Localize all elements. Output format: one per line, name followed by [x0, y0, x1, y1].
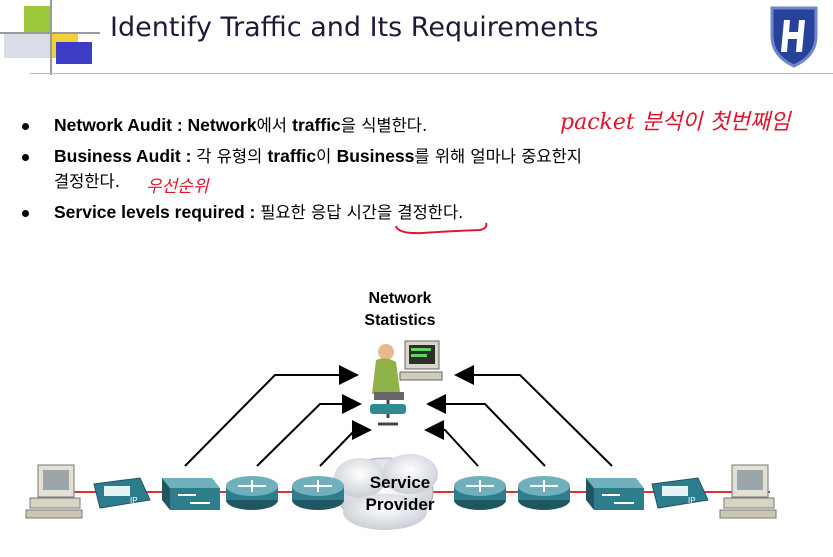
bullet-text: 각 유형의 [196, 147, 268, 166]
handwritten-underline [395, 222, 488, 235]
right-switch-icon [586, 478, 644, 510]
left-switch-icon [162, 478, 220, 510]
bullet-business-audit: Business Audit : 각 유형의 traffic이 Business… [22, 144, 812, 194]
bullet-list: Network Audit : Network에서 traffic을 식별한다.… [22, 113, 812, 231]
arrow-left-outer [184, 365, 359, 467]
bullet-dot [22, 210, 29, 217]
title-underline [30, 73, 833, 74]
router-icon-2 [292, 476, 344, 510]
bullet-text: 이 [316, 147, 337, 166]
shield-logo-icon [770, 6, 818, 68]
arrow-right-middle [426, 394, 546, 467]
arrow-left-middle [256, 394, 362, 467]
corner-deco-grey [4, 32, 50, 58]
slide-title: Identify Traffic and Its Requirements [110, 12, 599, 43]
arrow-right-inner [424, 420, 479, 467]
bullet-bold: Network [187, 115, 257, 135]
router-icon-3 [454, 476, 506, 510]
left-pc-icon [25, 464, 83, 519]
bullet-dot [22, 123, 29, 130]
bullet-text: 에서 [256, 116, 293, 135]
bullet-service-levels: Service levels required : 필요한 응답 시간을 결정한… [22, 200, 812, 225]
corner-deco-hline [0, 32, 100, 34]
bullet-text: 을 식별한다. [340, 116, 428, 135]
left-ip-phone-icon: IP [93, 477, 151, 509]
handwritten-note-priority: 우선순위 [146, 177, 209, 197]
bullet-text: 필요한 응답 시간을 결정한다. [260, 203, 464, 222]
arrow-left-inner [319, 420, 372, 467]
phone-ip-badge: IP [130, 496, 138, 505]
bullet-text: 를 위해 얼마나 중요한지 [414, 147, 582, 166]
cloud-label-line2: Provider [366, 495, 435, 514]
bullet-dot [22, 154, 29, 161]
bullet-text: 결정한다. [54, 172, 120, 191]
service-provider-cloud: Service Provider [334, 454, 438, 530]
right-pc-icon [719, 464, 777, 519]
bullet-term: Business Audit : [54, 146, 197, 166]
bullet-term: Network Audit : [54, 115, 188, 135]
corner-deco-vline [50, 0, 52, 75]
router-icon-1 [226, 476, 278, 510]
bullet-network-audit: Network Audit : Network에서 traffic을 식별한다. [22, 113, 812, 138]
corner-deco-blue [56, 42, 92, 64]
bullet-bold: traffic [292, 115, 341, 135]
right-ip-phone-icon: IP [651, 477, 709, 509]
network-statistics-workstation-icon [370, 340, 443, 426]
phone-ip-badge: IP [688, 496, 696, 505]
bullet-term: Service levels required : [54, 202, 261, 222]
handwritten-note-packet: packet 분석이 첫번째임 [560, 110, 791, 135]
cloud-label-line1: Service [370, 473, 431, 492]
arrow-right-outer [454, 365, 613, 467]
statistics-label-line2: Statistics [364, 312, 435, 329]
traffic-arrows [184, 365, 613, 467]
bullet-bold: traffic [267, 146, 317, 166]
statistics-label-line1: Network [368, 290, 431, 307]
bullet-bold: Business [336, 146, 415, 166]
router-icon-4 [518, 476, 570, 510]
corner-deco-green [24, 6, 50, 32]
